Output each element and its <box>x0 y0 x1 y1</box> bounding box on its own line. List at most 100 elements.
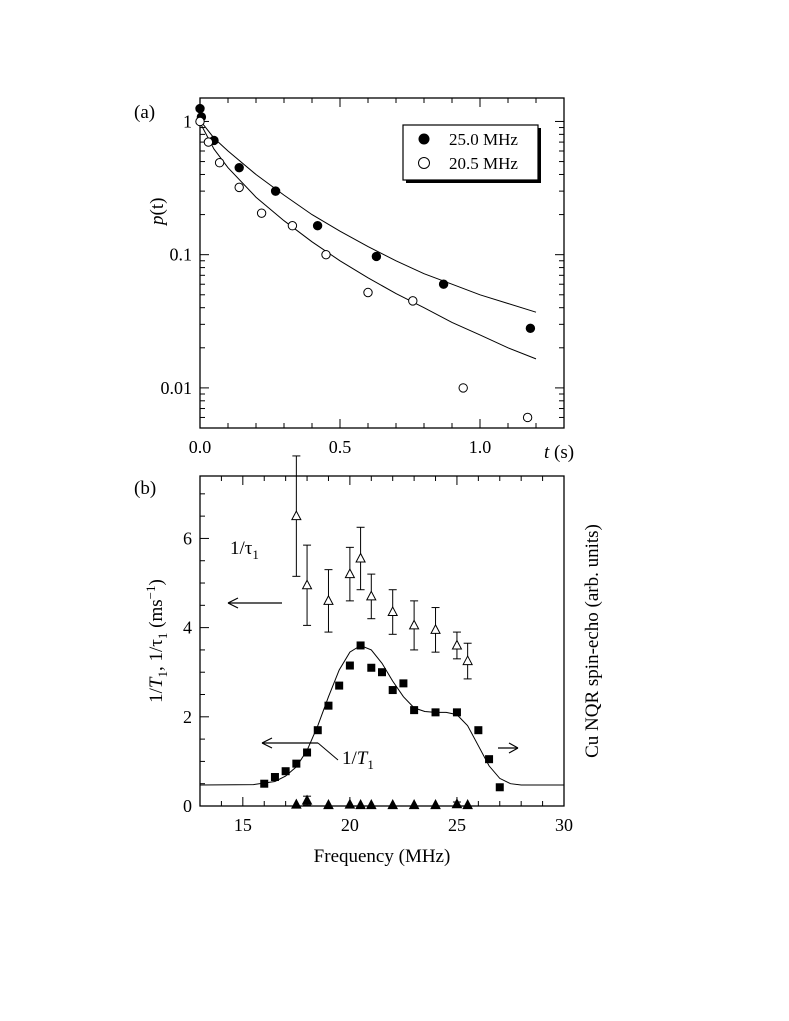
spin-echo-point <box>335 681 344 690</box>
data-point-25mhz <box>312 221 323 231</box>
x-tick-label: 0.0 <box>189 437 212 457</box>
data-point-25mhz <box>525 323 536 334</box>
panel-b-right-y-axis-label: Cu NQR spin-echo (arb. units) <box>582 524 603 758</box>
data-point-20-5mhz <box>234 182 244 193</box>
spin-echo-point <box>270 773 279 782</box>
inv-tau1-point <box>408 619 420 630</box>
spin-echo-point <box>495 783 504 792</box>
echo-arrow-head <box>508 742 519 754</box>
t1-arrow <box>261 737 339 761</box>
spin-echo-point <box>399 679 408 688</box>
y-tick-label: 6 <box>183 528 192 548</box>
tau-annotation-sub: 1 <box>252 547 259 562</box>
inv-tau1-point <box>355 552 366 563</box>
panel-a-data-points <box>195 103 536 423</box>
data-point-20-5mhz <box>203 137 214 147</box>
data-point-20-5mhz <box>408 296 418 306</box>
data-point-25mhz <box>438 279 449 289</box>
x-tick-label: 0.5 <box>329 437 352 457</box>
ylabel-part-5: (ms <box>146 599 167 632</box>
data-point-25mhz <box>195 103 205 114</box>
ylabel-part-3: , 1/τ <box>146 639 167 671</box>
y-tick-label: 2 <box>183 707 192 727</box>
legend-label-25mhz: 25.0 MHz <box>449 130 518 149</box>
spin-echo-point <box>303 748 312 757</box>
t1-annotation: 1/T1 <box>342 748 374 772</box>
spin-echo-point <box>485 755 494 764</box>
legend-shadow-right <box>538 128 541 183</box>
spin-echo-point <box>452 708 461 717</box>
inv-tau1-point <box>365 590 377 601</box>
data-point-20-5mhz <box>363 287 373 298</box>
panel-a-label: (a) <box>134 102 155 123</box>
ylabel-part-6: −1 <box>143 585 158 599</box>
spin-echo-point <box>378 668 386 677</box>
inv-t1-point <box>355 799 366 810</box>
panel-b-y-ticks: 0 2 4 6 <box>183 493 209 816</box>
spin-echo-point <box>388 686 397 695</box>
ylabel-part-7: ) <box>146 579 167 585</box>
inv-tau1-point <box>301 579 313 590</box>
t1-annotation-sub: 1 <box>367 757 374 772</box>
panel-a-fit-curves <box>199 119 537 360</box>
data-point-25mhz <box>371 251 382 262</box>
panel-a-xlabel-rest: (s) <box>549 442 574 463</box>
inv-tau1-point <box>430 623 441 634</box>
spin-echo-fit-curve <box>199 644 564 786</box>
inv-tau1-point <box>291 510 302 521</box>
echo-arrow <box>498 742 519 754</box>
spin-echo-point <box>410 706 419 715</box>
tau-annotation-text: 1/τ <box>230 538 253 559</box>
inv-tau1-point <box>451 639 463 650</box>
data-point-20-5mhz <box>522 412 533 423</box>
y-tick-label: 0 <box>183 796 192 816</box>
tau-arrow-head <box>227 597 239 609</box>
inv-t1-point <box>291 798 302 809</box>
inv-tau1-point <box>462 654 473 666</box>
inv-t1-point <box>323 799 334 810</box>
panel-a-legend: 25.0 MHz 20.5 MHz <box>402 124 541 183</box>
inv-t1-point <box>301 794 313 805</box>
inv-tau1-point <box>344 568 356 579</box>
data-point-20-5mhz <box>195 116 205 127</box>
t1-pointer-line <box>317 742 339 761</box>
spin-echo-point <box>356 641 365 650</box>
y-tick-label: 4 <box>183 618 192 638</box>
inv-t1-point <box>365 799 377 810</box>
fit-curve <box>199 122 537 360</box>
x-tick-label: 15 <box>234 815 252 835</box>
inv-t1-point <box>430 799 441 810</box>
x-tick-label: 25 <box>448 815 466 835</box>
data-point-25mhz <box>270 186 281 196</box>
legend-marker-open-circle <box>418 157 430 169</box>
ylabel-part-4: 1 <box>155 633 170 640</box>
data-point-20-5mhz <box>321 249 331 260</box>
t1-arrow-head <box>261 737 273 749</box>
inv-tau1-point <box>387 605 399 617</box>
y-tick-label: 1 <box>183 111 192 131</box>
inv-t1-point <box>344 798 356 809</box>
panel-a-y-axis-label: p(t) <box>147 198 168 227</box>
panel-a-ylabel-rest: (t) <box>147 198 168 216</box>
spin-echo-point <box>324 701 333 710</box>
panel-a-x-axis-label: t (s) <box>544 442 574 463</box>
inv-tau1-point <box>323 594 334 605</box>
panel-b-fit-curves <box>199 644 564 786</box>
panel-b-plot-frame <box>199 475 565 807</box>
x-tick-label: 30 <box>555 815 573 835</box>
panel-b-left-y-axis-label: 1/T1, 1/τ1 (ms−1) <box>143 579 170 703</box>
legend-label-20-5mhz: 20.5 MHz <box>449 154 518 173</box>
panel-a-xlabel-italic: t <box>544 442 550 463</box>
y-tick-label: 0.1 <box>170 245 193 265</box>
inv-t1-point <box>462 799 473 810</box>
spin-echo-point <box>474 726 483 735</box>
spin-echo-point <box>431 708 440 717</box>
t1-annotation-italic: T <box>357 748 369 769</box>
tau-arrow <box>227 597 282 609</box>
t1-annotation-text: 1/ <box>342 748 358 769</box>
spin-echo-point <box>292 759 301 768</box>
ylabel-part-2: 1 <box>155 671 170 678</box>
